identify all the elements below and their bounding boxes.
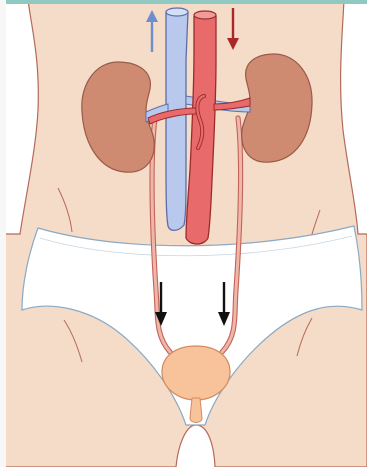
aorta-opening [194, 11, 216, 19]
left-margin [0, 0, 6, 467]
vena-cava-opening [166, 8, 188, 16]
top-frame [0, 0, 367, 4]
bladder [162, 346, 230, 400]
urethra [190, 398, 202, 423]
vena-cava [166, 12, 188, 230]
